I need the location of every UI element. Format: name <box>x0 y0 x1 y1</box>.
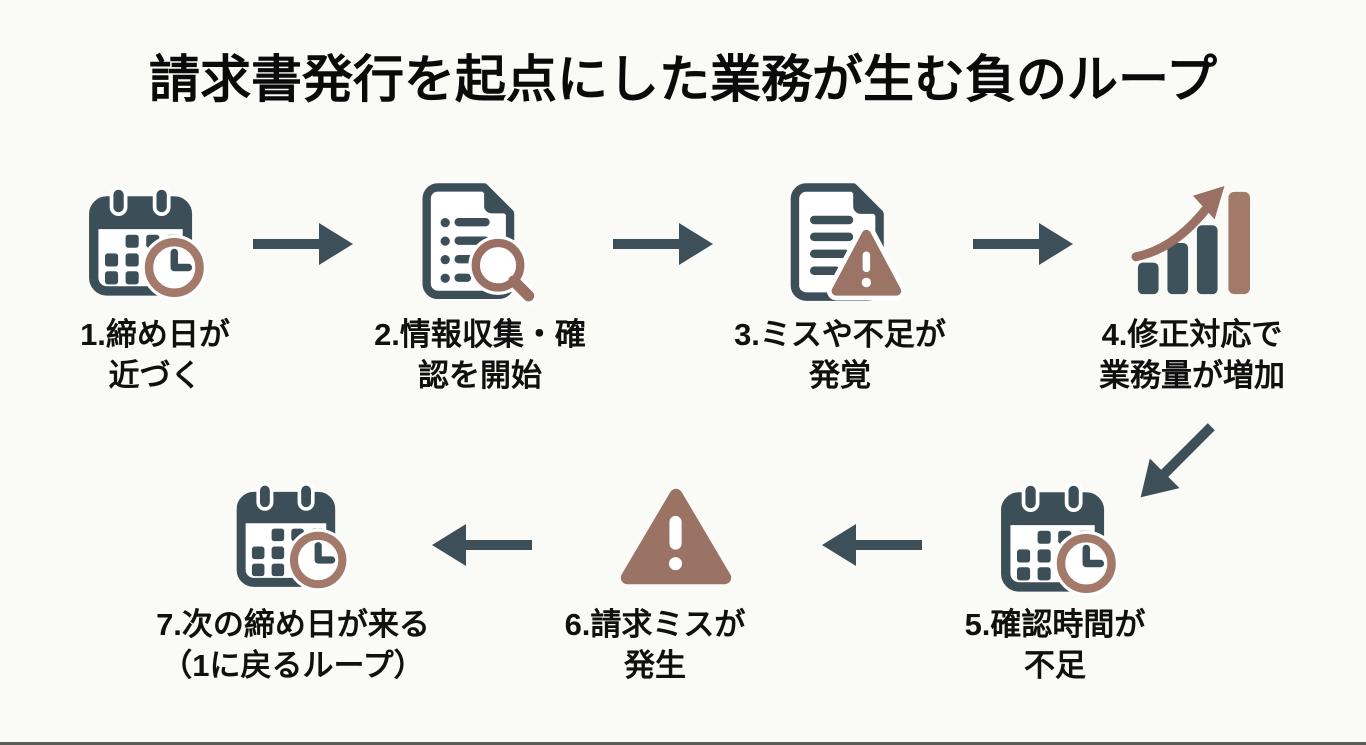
step-4-line-1: 4.修正対応で <box>1101 317 1283 352</box>
warning-triangle-icon <box>618 484 734 589</box>
step-1-label: 1.締め日が 近づく <box>30 314 280 396</box>
step-3-label: 3.ミスや不足が 発覚 <box>695 314 985 396</box>
step-7-label: 7.次の締め日が来る （1に戻るループ） <box>116 604 470 686</box>
flow-arrow-right-icon <box>253 222 353 266</box>
calendar-clock-icon <box>86 186 212 304</box>
step-3-line-2: 発覚 <box>809 358 871 393</box>
step-1-line-1: 1.締め日が <box>80 317 230 352</box>
step-2-line-2: 認を開始 <box>418 358 542 393</box>
flow-arrow-left-icon <box>432 523 532 567</box>
step-5-line-1: 5.確認時間が <box>964 607 1146 642</box>
calendar-clock-icon <box>234 482 354 595</box>
step-2-line-1: 2.情報収集・確 <box>374 317 586 352</box>
step-7-line-2: （1に戻るループ） <box>161 648 425 683</box>
step-7-line-1: 7.次の締め日が来る <box>156 607 430 642</box>
flow-arrow-left-icon <box>822 523 922 567</box>
step-2-label: 2.情報収集・確 認を開始 <box>335 314 625 396</box>
page-title: 請求書発行を起点にした業務が生む負のループ <box>149 51 1217 108</box>
step-6-label: 6.請求ミスが 発生 <box>510 604 800 686</box>
calendar-clock-icon <box>998 482 1124 600</box>
step-5-label: 5.確認時間が 不足 <box>910 604 1200 686</box>
document-warning-icon <box>778 180 904 306</box>
step-6-line-1: 6.請求ミスが <box>564 607 746 642</box>
bottom-border-line <box>0 742 1366 745</box>
flow-arrow-right-icon <box>973 222 1073 266</box>
step-5-line-2: 不足 <box>1024 648 1086 683</box>
step-3-line-1: 3.ミスや不足が <box>734 317 946 352</box>
bar-chart-growth-icon <box>1126 184 1258 302</box>
flow-arrow-right-icon <box>613 222 713 266</box>
step-4-label: 4.修正対応で 業務量が増加 <box>1047 314 1337 396</box>
step-1-line-2: 近づく <box>108 358 202 393</box>
document-search-icon <box>410 180 536 306</box>
flow-arrow-down-left-icon <box>1125 411 1227 513</box>
step-4-line-2: 業務量が増加 <box>1099 358 1285 393</box>
step-6-line-2: 発生 <box>624 648 686 683</box>
